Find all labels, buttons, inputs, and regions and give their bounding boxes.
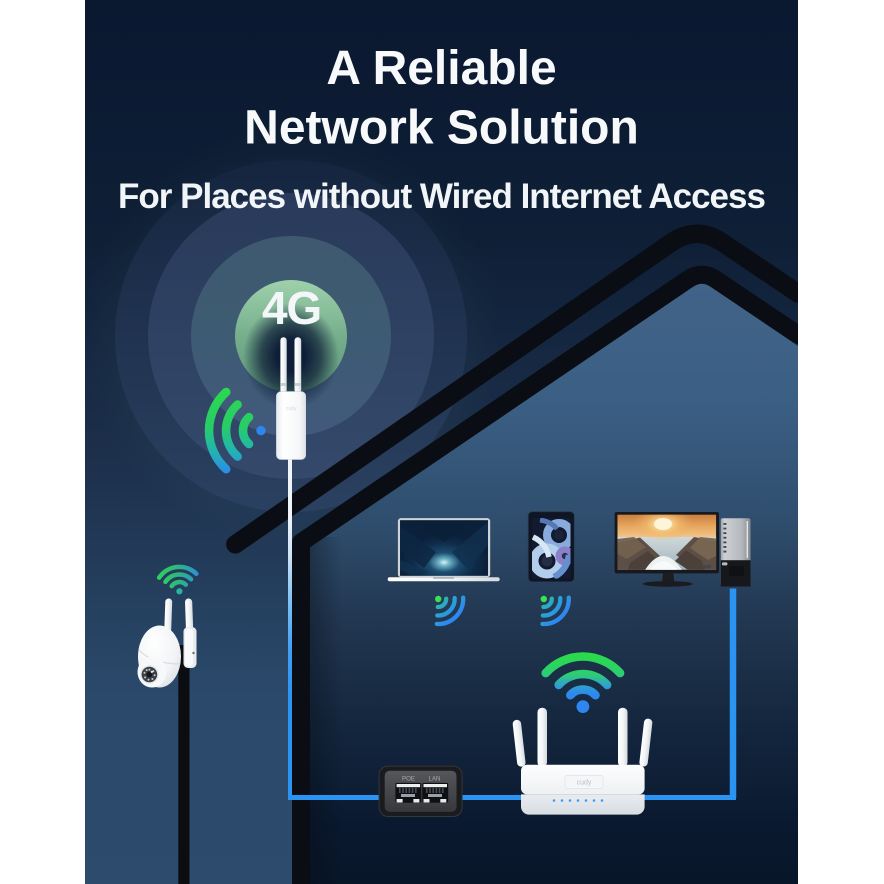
svg-text:POE: POE bbox=[402, 776, 415, 783]
svg-text:LAN: LAN bbox=[428, 776, 440, 783]
svg-text:cudy: cudy bbox=[286, 406, 297, 412]
svg-text:A Reliable: A Reliable bbox=[326, 42, 556, 95]
svg-text:Network Solution: Network Solution bbox=[244, 102, 639, 155]
svg-text:For Places without Wired Inter: For Places without Wired Internet Access bbox=[118, 177, 765, 216]
svg-text:cudy: cudy bbox=[577, 780, 592, 787]
svg-text:4G: 4G bbox=[262, 282, 321, 334]
